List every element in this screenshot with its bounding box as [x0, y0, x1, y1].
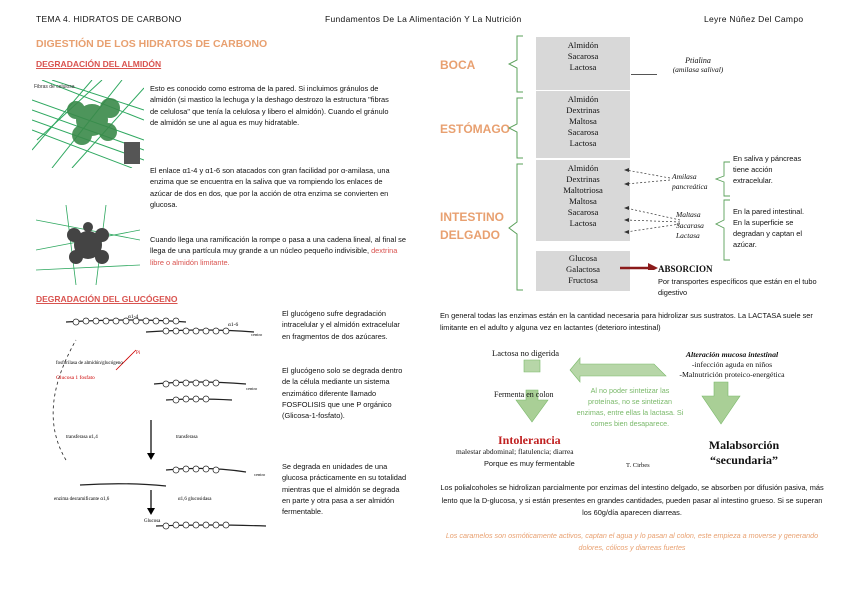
- intolerancia-label: Intolerancia: [498, 433, 561, 447]
- product-item: Glucosa: [568, 253, 598, 263]
- header-left: TEMA 4. HIDRATOS DE CARBONO: [36, 14, 182, 24]
- lactase-intro: En general todas las enzimas están en la…: [440, 311, 813, 332]
- note-pared: En la pared intestinal. En la superficie…: [733, 207, 805, 249]
- alteracion-mucosa: Alteración mucosa intestinal -infección …: [654, 350, 810, 380]
- glycogen-subtitle: DEGRADACIÓN DEL GLUCÓGENO: [36, 294, 178, 304]
- starch-paragraph-1: Esto es conocido como estroma de la pare…: [150, 84, 389, 127]
- glycogen-degradation-diagram: α1-4 α1-6 centro centro centro fosforila…: [36, 310, 276, 540]
- label-pi: Pi: [136, 351, 141, 356]
- ptialina-connector: [631, 74, 657, 75]
- label-transferasa-1: transferasa α1,4: [66, 435, 98, 440]
- main-title: DIGESTIÓN DE LOS HIDRATOS DE CARBONO: [36, 38, 268, 50]
- glycogen-paragraph-2: El glucógeno solo se degrada dentro de l…: [282, 366, 403, 421]
- brush-border-enzymes: Maltasa Sacarasa Lactasa: [676, 210, 704, 242]
- note-saliva: En saliva y páncreas tiene acción extrac…: [733, 154, 802, 185]
- ptialina-label: Ptialina (amilasa salival): [660, 56, 736, 74]
- boca-box: Almidón Sacarosa Lactosa: [536, 37, 630, 90]
- malabsorcion-title: Malabsorción: [708, 438, 780, 452]
- boca-item: Lactosa: [569, 62, 597, 72]
- porque-text: Porque es muy fermentable: [484, 459, 575, 468]
- label-glucosidasa: α1,6 glucosidasa: [178, 497, 212, 502]
- label-glucosa-1-fosfato: Glucosa 1 fosfato: [56, 374, 95, 381]
- intestine-item: Lactosa: [569, 218, 597, 228]
- fermenta-colon: Fermenta en colon: [494, 390, 554, 399]
- malestar-text: malestar abdominal; flatulencia; diarrea: [456, 447, 574, 456]
- green-note: Al no poder sintetizar las proteínas, no…: [576, 386, 684, 428]
- stomach-item: Lactosa: [569, 138, 597, 148]
- caramelos-text: Los caramelos son osmóticamente activos,…: [445, 531, 819, 552]
- label-glucosa: Glucosa: [144, 519, 161, 524]
- stomach-item: Maltosa: [569, 116, 597, 126]
- starch-paragraph-3: Cuando llega una ramificación la rompe o…: [150, 234, 406, 268]
- glycogen-paragraph-3: Se degrada en unidades de una glucosa pr…: [282, 462, 407, 517]
- stomach-item: Sacarosa: [567, 127, 599, 137]
- alteracion-item-2: -Malnutrición proteico-energética: [679, 370, 785, 379]
- stomach-item: Dextrinas: [566, 105, 600, 115]
- enzyme-arrows: [620, 168, 681, 270]
- amilasa-line-1: Amilasa: [672, 172, 697, 181]
- sacarasa: Sacarasa: [676, 220, 704, 230]
- product-item: Fructosa: [568, 275, 598, 285]
- label-centro-2: centro: [246, 386, 258, 391]
- lactasa: Lactasa: [676, 231, 700, 240]
- amilasa-line-2: pancreática: [672, 182, 708, 191]
- maltasa: Maltasa: [676, 210, 701, 219]
- alteracion-item-1: -infección aguda en niños: [691, 360, 773, 369]
- label-centro-3: centro: [254, 472, 266, 477]
- region-intestino: INTESTINO: [440, 210, 505, 224]
- amilasa-pancreatica: Amilasa pancreática: [672, 172, 708, 192]
- amilasa-salival-text: (amilasa salival): [672, 65, 724, 74]
- intestine-item: Maltotriosa: [563, 185, 603, 195]
- lactase-arrows: [515, 357, 741, 425]
- region-brackets: [507, 35, 523, 291]
- stomach-box: Almidón Dextrinas Maltosa Sacarosa Lacto…: [536, 91, 630, 158]
- intestine-item: Maltosa: [569, 196, 597, 206]
- region-estomago: ESTÓMAGO: [440, 122, 511, 136]
- note-absorcion: Por transportes específicos que están en…: [658, 277, 817, 297]
- region-boca: BOCA: [440, 58, 476, 72]
- label-transferasa-2: transferasa: [176, 435, 198, 440]
- label-alpha14: α1-4: [128, 314, 138, 320]
- header-center: Fundamentos De La Alimentación Y La Nutr…: [325, 14, 522, 24]
- tcirbes-text: T. Cirbes: [626, 462, 650, 469]
- starch-subtitle: DEGRADACIÓN DEL ALMIDÓN: [36, 59, 162, 69]
- cellulose-fibers-image: Fibras de celulosa: [31, 79, 145, 169]
- header-right: Leyre Núñez Del Campo: [704, 14, 804, 24]
- products-box: Glucosa Galactosa Fructosa: [536, 251, 630, 291]
- note-brackets: [714, 161, 730, 261]
- region-delgado: DELGADO: [440, 228, 500, 242]
- amylopectin-image: [35, 204, 141, 286]
- stomach-item: Almidón: [567, 94, 599, 104]
- secundaria-title: “secundaria”: [709, 453, 778, 467]
- dextrina-highlight: dextrina libre o almidón limitante.: [150, 246, 398, 267]
- ptialina-text: Ptialina: [685, 56, 711, 65]
- boca-item: Sacarosa: [567, 51, 599, 61]
- intestine-box: Almidón Dextrinas Maltotriosa Maltosa Sa…: [536, 160, 630, 241]
- intestine-item: Dextrinas: [566, 174, 600, 184]
- label-alpha16: α1-6: [228, 322, 238, 328]
- alteracion-title: Alteración mucosa intestinal: [685, 350, 779, 359]
- label-fosforilasa: fosforilasa de almidón/glucógeno: [56, 361, 123, 366]
- label-centro-1: centro: [251, 332, 263, 337]
- intestine-item: Sacarosa: [567, 207, 599, 217]
- boca-item: Almidón: [567, 40, 599, 50]
- glycogen-paragraph-1: El glucógeno sufre degradación intracelu…: [282, 309, 400, 341]
- starch-paragraph-2: El enlace α1-4 y α1-6 son atacados con g…: [150, 166, 390, 209]
- intestine-item: Almidón: [567, 163, 599, 173]
- polialcoholes-text: Los polialcoholes se hidrolizan parcialm…: [440, 483, 824, 517]
- label-desramificante: enzima desramificante α1,6: [54, 497, 110, 502]
- lactosa-no-digerida: Lactosa no digerida: [492, 348, 560, 358]
- malabsorcion-label: Malabsorción “secundaria”: [690, 438, 798, 468]
- cellulose-image-label: Fibras de celulosa: [34, 84, 75, 90]
- absorcion-label: ABSORCION: [658, 264, 713, 274]
- product-item: Galactosa: [566, 264, 600, 274]
- starch-paragraph-3-text: Cuando llega una ramificación la rompe o…: [150, 235, 406, 256]
